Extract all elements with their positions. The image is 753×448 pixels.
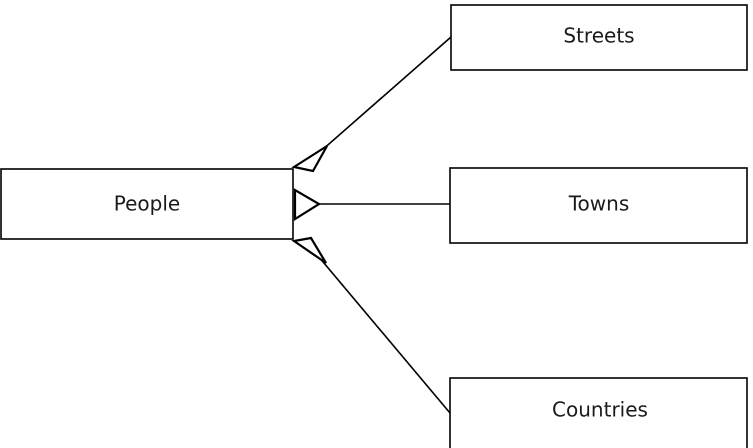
arrowhead-towns-icon xyxy=(293,188,322,221)
connector-people-countries[interactable] xyxy=(312,249,451,414)
node-box-towns[interactable] xyxy=(449,167,748,244)
node-box-people[interactable] xyxy=(0,168,294,240)
node-label-towns: Towns xyxy=(568,192,630,216)
connectors xyxy=(312,36,452,414)
node-label-countries: Countries xyxy=(552,398,648,422)
nodes xyxy=(0,4,748,448)
arrowheads xyxy=(291,145,328,264)
node-label-people: People xyxy=(114,192,180,216)
node-label-streets: Streets xyxy=(563,24,634,48)
node-labels: People Streets Towns Countries xyxy=(114,24,648,422)
connector-people-streets[interactable] xyxy=(312,36,452,159)
arrowhead-streets-icon xyxy=(291,145,328,173)
node-box-countries[interactable] xyxy=(449,377,748,448)
node-box-streets[interactable] xyxy=(450,4,748,71)
arrowhead-countries-icon xyxy=(291,236,327,264)
